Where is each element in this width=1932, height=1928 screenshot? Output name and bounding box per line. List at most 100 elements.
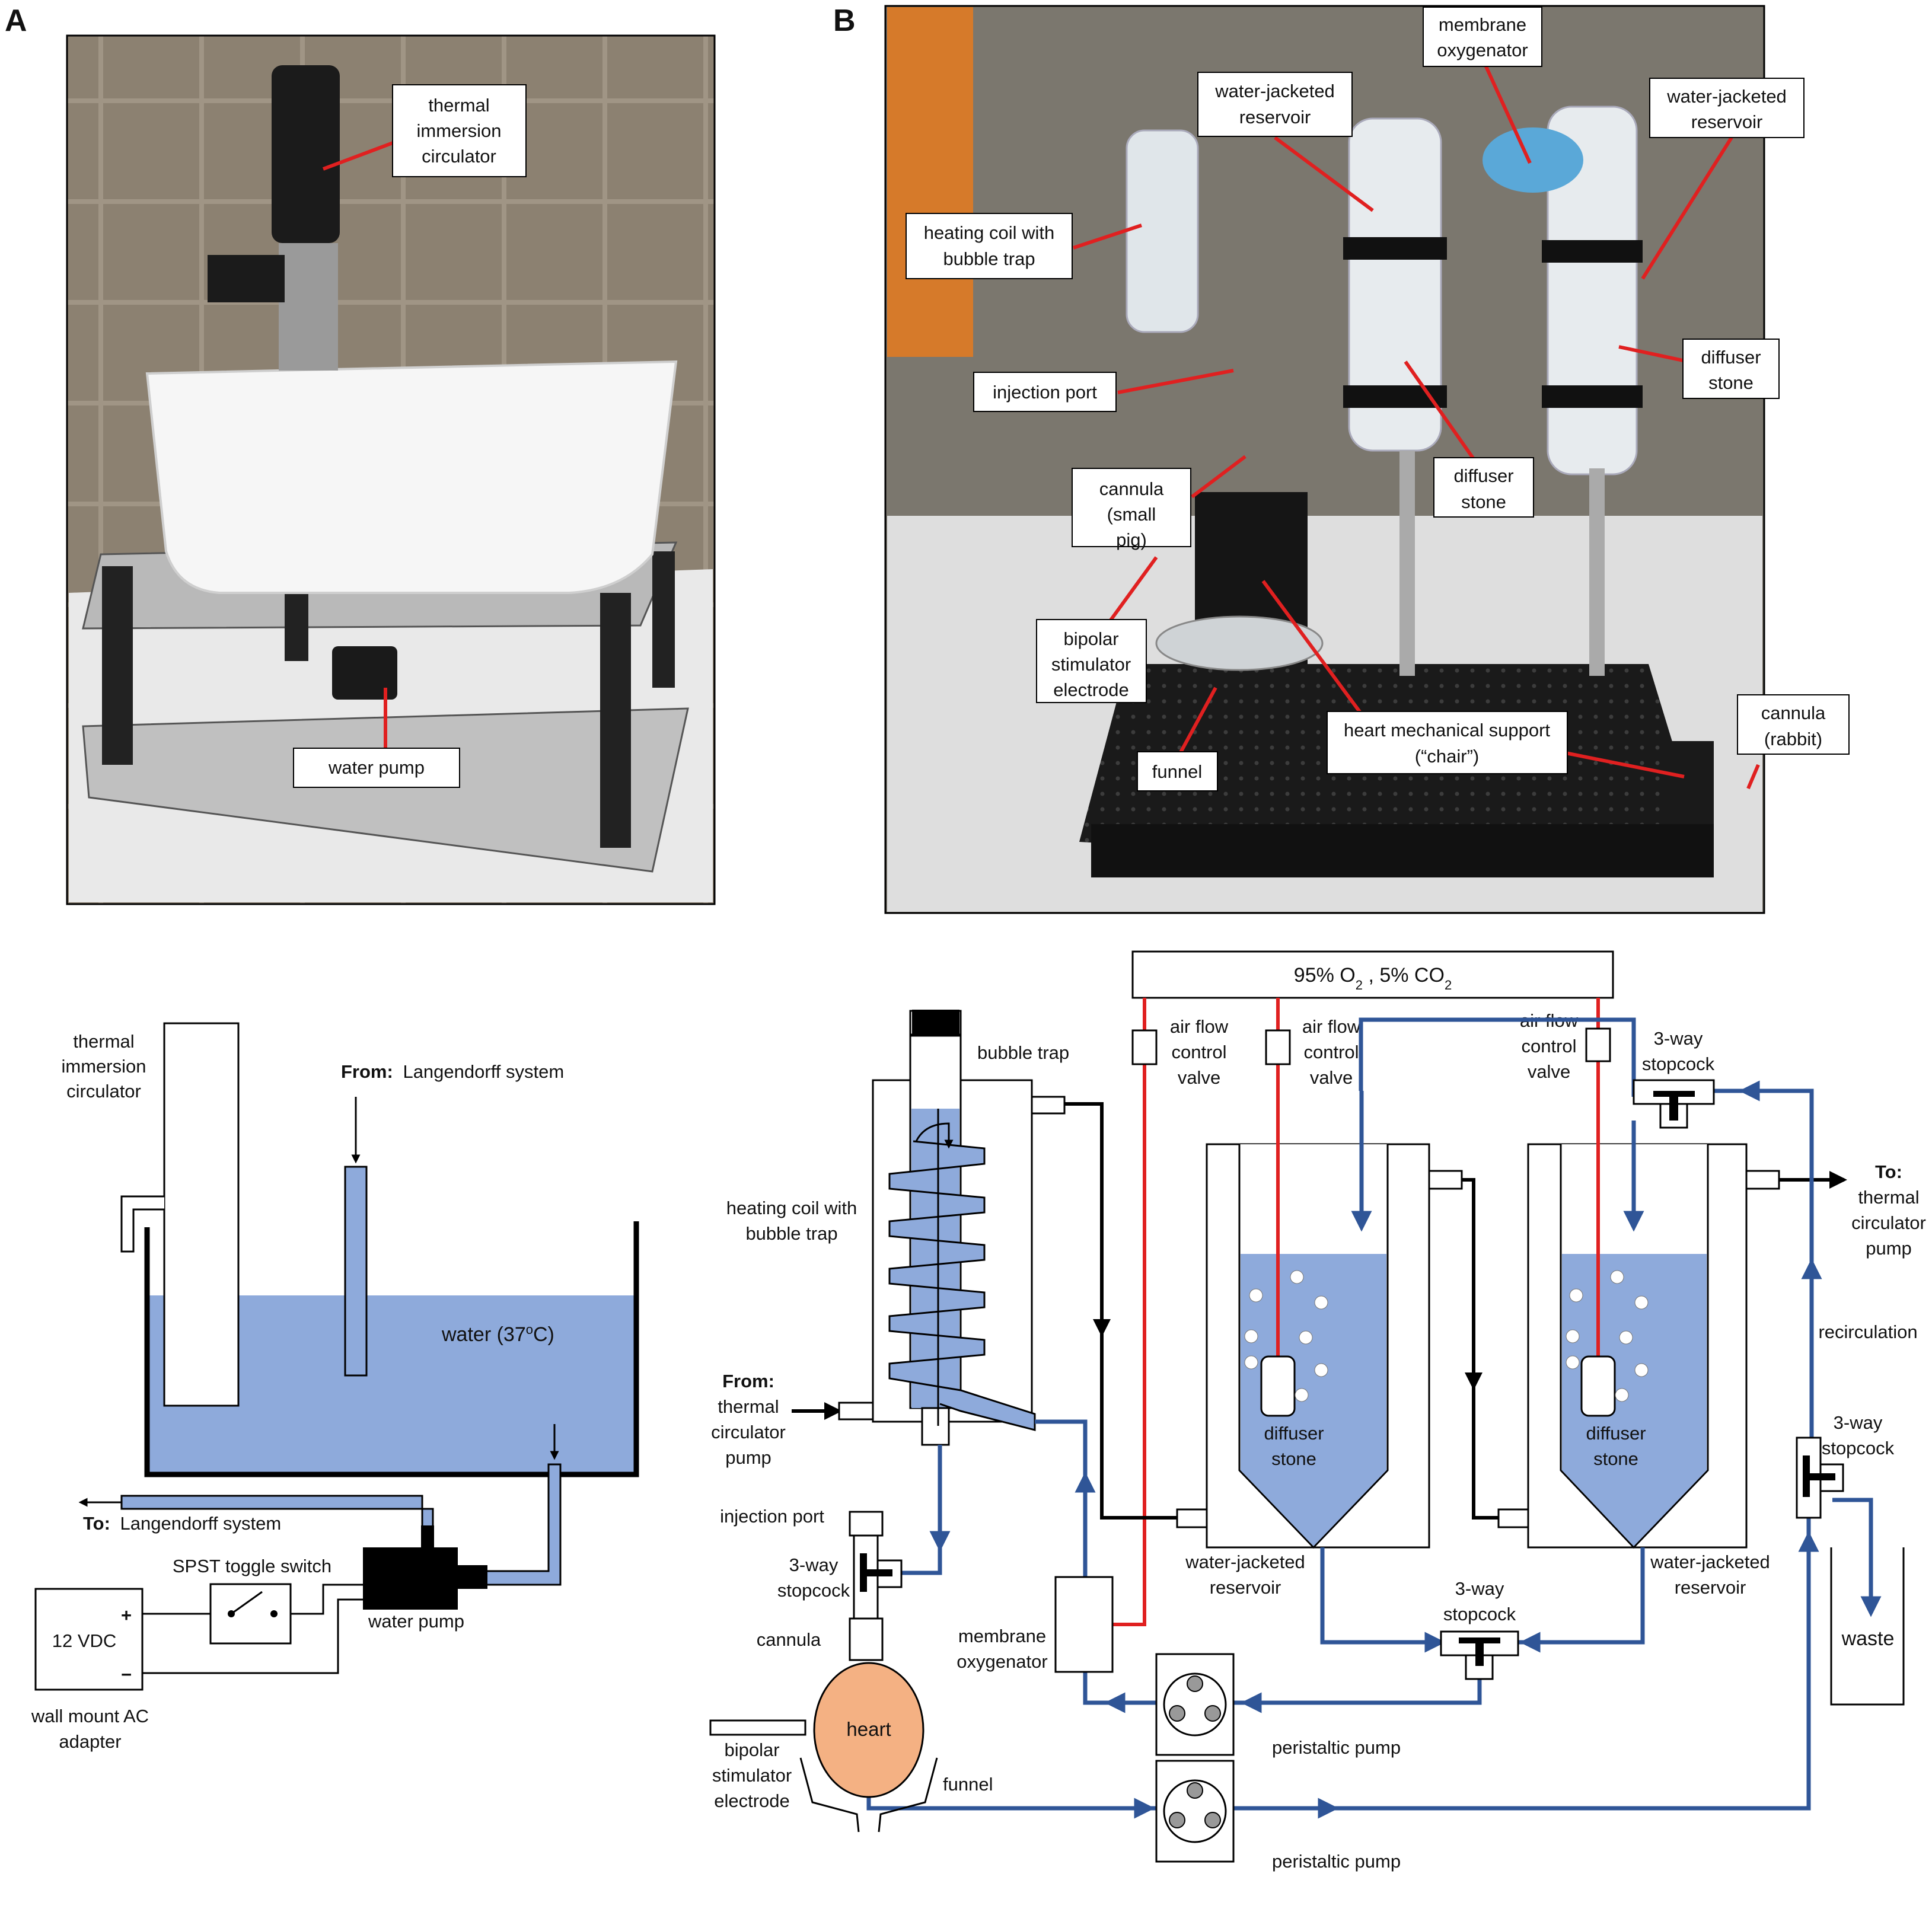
from-thermal-3: pump xyxy=(725,1447,771,1468)
gas-mid: , 5% CO xyxy=(1363,964,1445,987)
c-switch-box xyxy=(209,1583,292,1645)
label-circulator-3: circulator xyxy=(422,146,496,167)
intake-tube xyxy=(485,1463,562,1586)
stopcock-top-a: 3-way xyxy=(1654,1028,1703,1049)
bottom-plate xyxy=(82,707,689,873)
label-cannula-pig-2: (small xyxy=(1107,504,1156,525)
c-vdc-label: 12 VDC xyxy=(52,1630,117,1651)
chair-small-photo xyxy=(1663,741,1714,824)
schematic-c: thermal immersion circulator From: Lange… xyxy=(31,1022,639,1752)
breadboard-edge xyxy=(1091,824,1714,877)
label-box-membrane xyxy=(1423,7,1542,67)
valve-2 xyxy=(1265,1029,1291,1065)
reservoir-1 xyxy=(1176,1085,1463,1549)
label-cannula-pig-1: cannula xyxy=(1099,478,1164,499)
circulator-clamp xyxy=(120,1195,164,1253)
gas-label: 95% O2 , 5% CO2 xyxy=(1294,964,1452,992)
gas-sub-1: 2 xyxy=(1356,978,1363,992)
panel-b: B xyxy=(833,4,1850,914)
band xyxy=(1542,240,1643,263)
c-water-pump xyxy=(363,1547,458,1610)
label-circulator-1: thermal xyxy=(428,95,489,116)
label-injection-port: injection port xyxy=(993,382,1097,403)
label-membrane-2: oxygenator xyxy=(1437,40,1528,60)
label-box-cannula-rabbit xyxy=(1737,694,1850,755)
reservoir-2-a: water-jacketed xyxy=(1650,1552,1770,1572)
funnel xyxy=(799,1757,938,1833)
air-flow-3-c: valve xyxy=(1528,1061,1570,1082)
label-reservoir-right-1: water-jacketed xyxy=(1666,86,1787,107)
reservoir-left-photo xyxy=(1348,117,1442,452)
leg xyxy=(652,551,675,688)
label-cannula-rabbit-2: (rabbit) xyxy=(1764,729,1822,749)
c-to-langendorff: Langendorff system xyxy=(120,1513,282,1534)
to-thermal-3: pump xyxy=(1866,1238,1912,1259)
c-from-prefix: From: xyxy=(341,1061,393,1082)
label-heart-support-2: (“chair”) xyxy=(1415,746,1480,767)
recirculation-label: recirculation xyxy=(1818,1321,1917,1342)
label-box-cannula-pig xyxy=(1072,468,1191,547)
c-to-prefix: To: xyxy=(83,1513,110,1534)
injection-port-box xyxy=(849,1511,884,1537)
pump-inlet xyxy=(458,1565,487,1589)
water-tub xyxy=(145,360,678,594)
membrane-oxygenator xyxy=(1054,1576,1114,1673)
schematic-d: 95% O2 , 5% CO2 air flow control valve a… xyxy=(709,950,1926,1872)
post xyxy=(1399,451,1415,676)
to-thermal-1: thermal xyxy=(1858,1187,1919,1208)
circulator-head xyxy=(272,65,340,243)
cannula-stopcock-handle xyxy=(860,1553,892,1592)
label-heart-support-1: heart mechanical support xyxy=(1344,720,1550,740)
c-from-langendorff: Langendorff system xyxy=(403,1061,564,1082)
label-diffuser-mid-1: diffuser xyxy=(1453,465,1513,486)
to-thermal-2: circulator xyxy=(1851,1212,1926,1233)
funnel-label: funnel xyxy=(943,1774,993,1795)
to-thermal-0: To: xyxy=(1875,1161,1902,1182)
diffuser-2-b: stone xyxy=(1593,1448,1638,1469)
pump-photo xyxy=(332,646,397,700)
bipolar-c: electrode xyxy=(714,1790,790,1811)
c-spst-label: SPST toggle switch xyxy=(173,1556,331,1576)
post xyxy=(1589,468,1605,676)
band xyxy=(1343,237,1447,260)
air-flow-1-c: valve xyxy=(1178,1067,1220,1088)
label-heating-coil-2: bubble trap xyxy=(943,248,1035,269)
injection-port-label: injection port xyxy=(720,1506,824,1527)
reservoir-1-b: reservoir xyxy=(1210,1577,1281,1598)
stopcock-left-a: 3-way xyxy=(789,1554,839,1575)
bipolar-a: bipolar xyxy=(724,1739,779,1760)
panel-a: A thermal immersion circulator water pum… xyxy=(5,4,716,905)
stopcock-top xyxy=(1633,1079,1715,1129)
stopcock-right-b: stopcock xyxy=(1822,1438,1895,1458)
heart xyxy=(813,1662,924,1798)
air-flow-1-b: control xyxy=(1171,1042,1226,1062)
wire-negative xyxy=(142,1598,363,1674)
label-diffuser-right-1: diffuser xyxy=(1701,347,1761,368)
panel-b-pointers xyxy=(1073,64,1760,790)
leg xyxy=(600,593,631,848)
reservoir-1-a: water-jacketed xyxy=(1185,1552,1305,1572)
c-vdc-box xyxy=(34,1588,144,1691)
c-water-suffix: C) xyxy=(533,1323,554,1346)
label-box-pump xyxy=(293,748,460,788)
c-water-text: water (37 xyxy=(441,1323,526,1346)
label-box-diffuser-right xyxy=(1682,339,1780,399)
bath-tank xyxy=(144,1221,639,1477)
panel-b-letter: B xyxy=(833,4,856,38)
stopcock-bottom-a: 3-way xyxy=(1455,1578,1504,1599)
label-cannula-rabbit-1: cannula xyxy=(1761,703,1826,723)
label-box-diffuser-mid xyxy=(1433,457,1534,518)
air-flow-3-b: control xyxy=(1521,1036,1576,1056)
label-bipolar-3: electrode xyxy=(1053,679,1129,700)
label-box-funnel xyxy=(1137,751,1218,791)
label-reservoir-left-1: water-jacketed xyxy=(1214,81,1335,101)
label-box-circulator xyxy=(392,84,527,177)
c-water-sup: o xyxy=(526,1322,533,1337)
label-reservoir-right-2: reservoir xyxy=(1691,111,1763,132)
stopcock-bottom-b: stopcock xyxy=(1443,1604,1516,1624)
label-box-heating-coil xyxy=(906,213,1073,279)
c-minus: − xyxy=(121,1664,132,1685)
gas-sub-2: 2 xyxy=(1445,978,1452,992)
c-to-label: To: Langendorff system xyxy=(83,1513,281,1534)
heart-label: heart xyxy=(846,1718,891,1740)
